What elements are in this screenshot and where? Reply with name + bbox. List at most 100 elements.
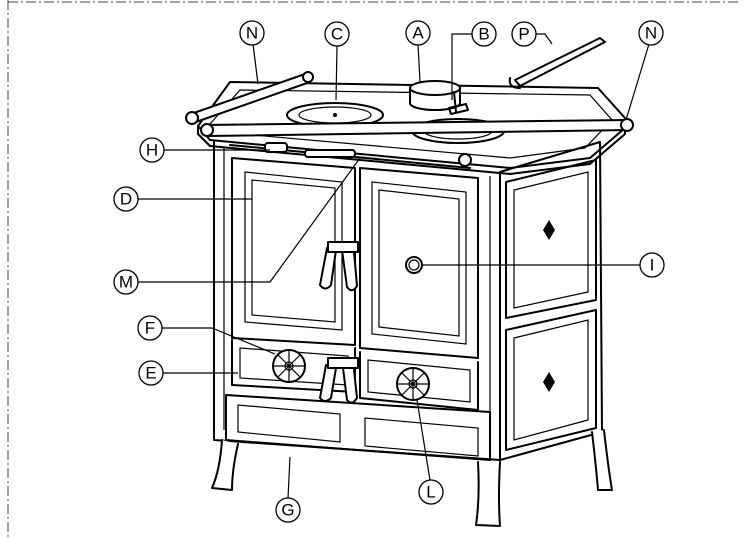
leader-p [536,33,553,45]
regulator-spokes-left [273,350,305,382]
callout-circle [137,315,163,341]
left-door-panel [244,171,343,331]
leader-n-left [252,43,259,85]
callout-p: P [511,21,537,47]
rail-knob-left-front [185,111,199,125]
callout-circle [324,21,350,47]
callout-i: I [639,252,665,278]
callout-circle [139,137,165,163]
control-slider [304,149,356,158]
leader-g [287,456,291,499]
callout-label: P [518,25,529,44]
leg-back-right [591,429,613,491]
callout-b: B [471,21,497,47]
callout-circle [471,21,497,47]
callout-g: G [275,497,301,523]
callout-h: H [139,137,165,163]
right-door-panel [371,181,467,345]
callout-n-left: N [239,20,265,46]
plinth-panel-right [364,417,479,457]
side-panel-lower-inner [513,319,589,441]
callout-circle [418,479,444,505]
leader-b [451,33,472,100]
callout-d: D [113,186,139,212]
rail-knob-corner [458,153,472,167]
control-knob-left [264,142,288,153]
leg-front-left [211,439,239,491]
side-diamond-upper [543,220,555,240]
callout-e: E [138,360,164,386]
leader-l [416,399,431,481]
callout-circle [113,269,139,295]
side-panel-upper-inner [513,171,589,309]
callout-a: A [405,20,431,46]
callout-label: A [412,24,424,43]
leader-n-right [625,43,650,121]
callout-circle [405,20,431,46]
callout-label: F [145,319,155,338]
callout-f: F [137,315,163,341]
left-door-inner [251,179,336,323]
side-body-outline [499,141,603,461]
plinth-panel-left [237,404,341,443]
handle-left [319,247,337,290]
lower-handle-block [327,357,359,369]
right-door [359,167,479,359]
front-body-outline [213,141,501,461]
thermometer [405,256,423,274]
callout-label: G [281,501,294,520]
callout-circle [511,21,537,47]
callout-c: C [324,21,350,47]
flue-collar-top [409,80,461,96]
leg-front-right [475,461,501,527]
callout-label: N [645,24,657,43]
side-diamond-lower [543,372,555,392]
leader-a [417,43,421,83]
plinth-drawer [225,394,491,461]
thermometer-inner [408,259,420,271]
front-pilasters [223,148,491,452]
callout-label: D [120,190,132,209]
handle-right [341,249,358,292]
callout-n-right: N [638,20,664,46]
callout-m: M [113,269,139,295]
callout-label: C [331,25,343,44]
callout-label: E [145,364,156,383]
lower-handle-left [319,364,337,402]
hob-center-left [333,113,337,117]
callout-circle [638,20,664,46]
callout-circle [275,497,301,523]
damper-lever [448,91,469,115]
callout-label: M [119,273,133,292]
handle-hinge-block [327,241,359,253]
side-panel-upper [505,159,597,319]
left-door [231,157,356,346]
rail-knob-front-left [200,123,214,137]
callout-label: N [246,24,258,43]
callout-circle [113,186,139,212]
callout-label: I [650,256,655,275]
callout-label: H [146,141,158,160]
callout-circle [639,252,665,278]
right-door-inner [378,189,460,337]
leader-c [335,45,338,101]
ash-door-right-panel [367,359,471,403]
lower-handle-right [342,367,358,404]
callout-l: L [418,479,444,505]
leader-f [162,327,276,355]
ash-door-right [359,351,479,411]
callout-circle [138,360,164,386]
hook-tool [508,37,606,89]
leader-m [138,157,361,283]
callout-label: B [478,25,489,44]
stove-drawing [185,37,634,527]
cooktop-thickness [197,125,626,175]
regulator-spokes-right [397,368,429,400]
drawing-frame [7,0,740,539]
rail-knob-left-back [302,71,314,83]
callout-circle [239,20,265,46]
rail-knob-front-right [620,118,634,132]
leader-lines [138,33,650,499]
